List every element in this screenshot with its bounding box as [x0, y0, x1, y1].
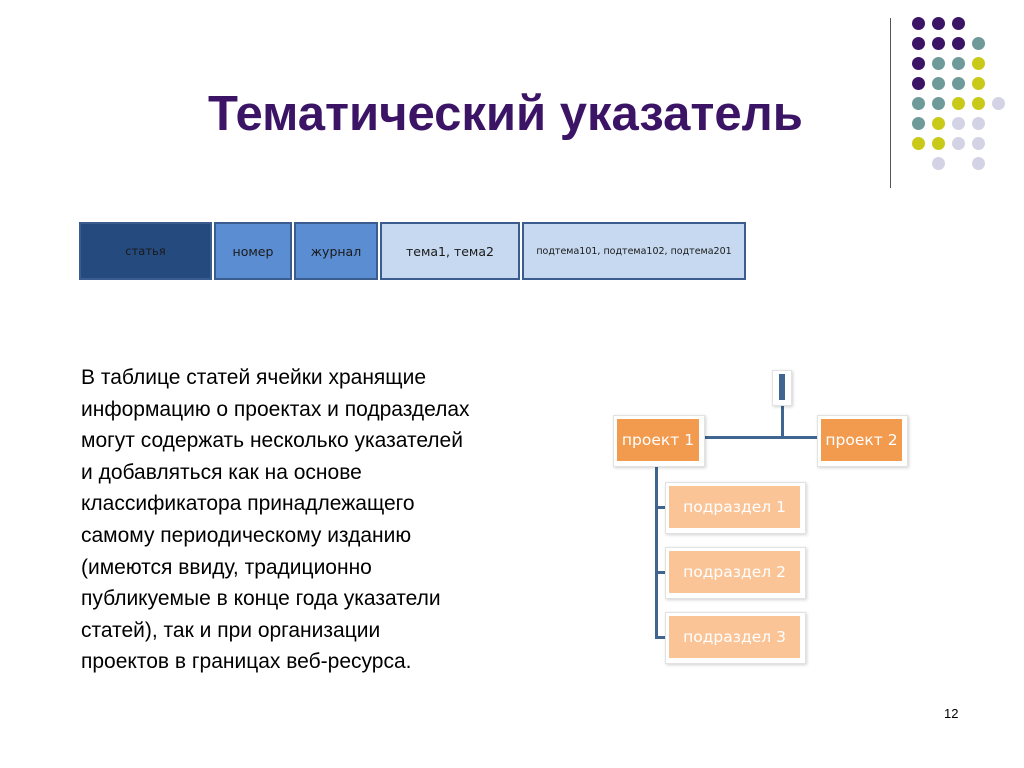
slide-title: Тематический указатель	[208, 87, 803, 141]
body-line: информацию о проектах и подразделах	[81, 397, 470, 421]
cell-issue-number: номер	[214, 222, 292, 280]
decorative-dot	[932, 157, 945, 170]
body-line: (имеются ввиду, традиционно	[81, 555, 372, 579]
decorative-dot	[952, 77, 965, 90]
body-line: классификатора принадлежащего	[81, 492, 415, 516]
cell-topics-label: тема1, тема2	[406, 243, 494, 259]
decorative-dot	[932, 77, 945, 90]
decorative-dot	[952, 97, 965, 110]
project-1-node: проект 1	[617, 419, 699, 461]
decorative-dot	[992, 97, 1005, 110]
decorative-dot	[912, 57, 925, 70]
page-number: 12	[944, 706, 959, 721]
decorative-dot	[972, 77, 985, 90]
cell-article-label: статья	[125, 244, 166, 258]
subsection-1-label: подраздел 1	[683, 498, 786, 516]
decorative-dot	[912, 97, 925, 110]
cell-journal-label: журнал	[310, 243, 362, 259]
decorative-dot	[932, 37, 945, 50]
body-line: статей), так и при организации	[81, 618, 381, 642]
cell-subtopics: подтема101, подтема102, подтема201	[522, 222, 746, 280]
decorative-dot	[952, 17, 965, 30]
cell-journal: журнал	[294, 222, 378, 280]
diagram-connector	[781, 400, 784, 438]
subsection-1-node: подраздел 1	[669, 486, 800, 528]
diagram-connector	[700, 436, 822, 439]
title-divider-line	[890, 18, 891, 188]
diagram-connector	[655, 506, 667, 509]
diagram-connector	[655, 636, 667, 639]
decorative-dot	[972, 117, 985, 130]
body-paragraph: В таблице статей ячейки хранящие информа…	[81, 362, 571, 678]
subsection-3-label: подраздел 3	[683, 628, 786, 646]
decorative-dot	[912, 117, 925, 130]
decorative-dot	[932, 137, 945, 150]
subsection-2-label: подраздел 2	[683, 563, 786, 581]
decorative-dot	[972, 57, 985, 70]
cell-topics: тема1, тема2	[380, 222, 520, 280]
decorative-dot	[952, 37, 965, 50]
subsection-3-node: подраздел 3	[669, 616, 800, 658]
decorative-dot	[932, 17, 945, 30]
cell-issue-number-label: номер	[232, 243, 274, 259]
body-line: и добавляться как на основе	[81, 460, 362, 484]
decorative-dot	[912, 17, 925, 30]
body-line: публикуемые в конце года указатели	[81, 587, 441, 611]
decorative-dot	[912, 37, 925, 50]
root-node-marker	[779, 374, 785, 400]
decorative-dot	[912, 77, 925, 90]
decorative-dot	[952, 117, 965, 130]
body-line: могут содержать несколько указателей	[81, 429, 463, 453]
decorative-dot	[932, 57, 945, 70]
cell-subtopics-label: подтема101, подтема102, подтема201	[536, 245, 732, 257]
decorative-dot	[972, 157, 985, 170]
decorative-dot	[972, 97, 985, 110]
decorative-dot	[932, 97, 945, 110]
body-line: самому периодическому изданию	[81, 523, 412, 547]
decorative-dot	[912, 137, 925, 150]
body-line: В таблице статей ячейки хранящие	[81, 366, 426, 389]
decorative-dot	[972, 137, 985, 150]
project-2-label: проект 2	[825, 431, 898, 449]
decorative-dot	[952, 137, 965, 150]
cell-article: статья	[79, 222, 212, 280]
project-1-label: проект 1	[621, 431, 695, 449]
subsection-2-node: подраздел 2	[669, 551, 800, 593]
diagram-connector	[655, 571, 667, 574]
diagram-connector	[655, 462, 658, 638]
body-line: проектов в границах веб-ресурса.	[81, 650, 412, 674]
decorative-dot	[952, 57, 965, 70]
decorative-dot	[972, 37, 985, 50]
decorative-dot	[932, 117, 945, 130]
project-2-node: проект 2	[821, 419, 902, 461]
